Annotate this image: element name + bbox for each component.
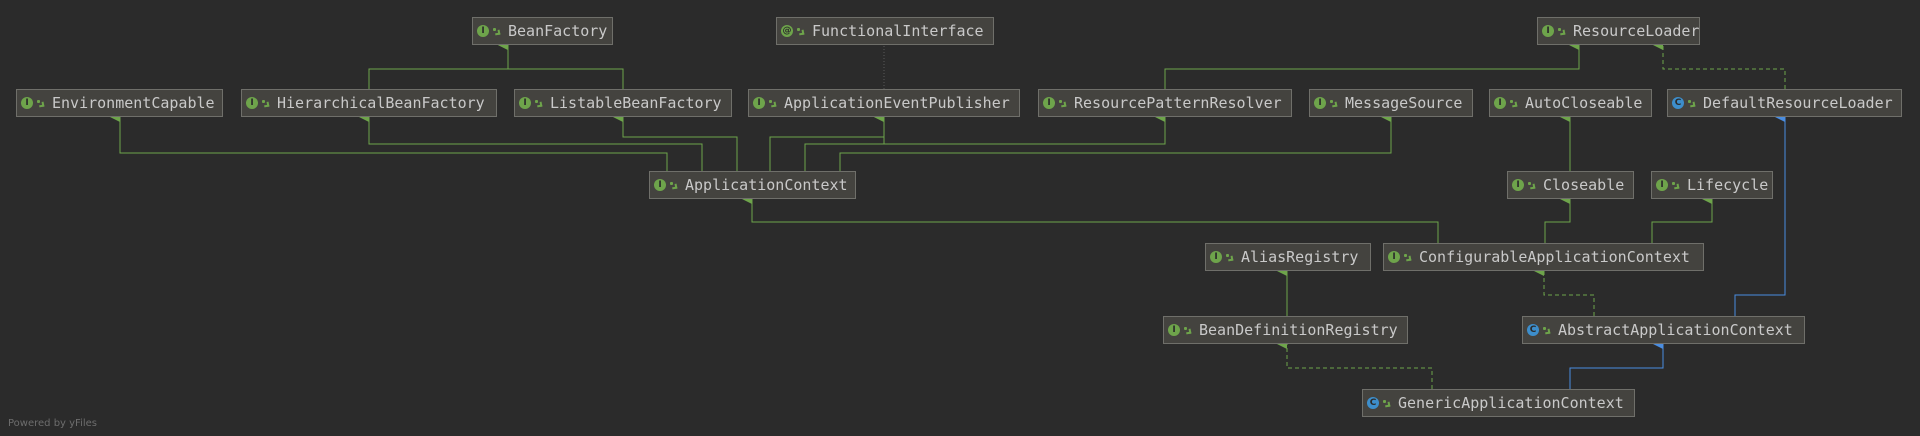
- interface-icon: I: [246, 97, 258, 109]
- public-visibility-icon: [1382, 398, 1392, 408]
- edge-ApplicationContext-to-EnvironmentCapable: [110, 112, 668, 171]
- public-visibility-icon: [261, 98, 271, 108]
- edge-ConfigurableApplicationContext-to-Lifecycle: [1651, 194, 1713, 243]
- public-visibility-icon: [534, 98, 544, 108]
- edge-GenericApplicationContext-to-BeanDefinitionRegistry: [1277, 339, 1433, 389]
- node-label: ListableBeanFactory: [550, 94, 722, 112]
- node-label: MessageSource: [1345, 94, 1463, 112]
- node-label: HierarchicalBeanFactory: [277, 94, 485, 112]
- public-visibility-icon: [1225, 252, 1235, 262]
- node-label: AliasRegistry: [1241, 248, 1359, 266]
- node-default-resource-loader[interactable]: C DefaultResourceLoader: [1667, 89, 1902, 117]
- interface-icon: I: [753, 97, 765, 109]
- public-visibility-icon: [768, 98, 778, 108]
- node-alias-registry[interactable]: I AliasRegistry: [1205, 243, 1371, 271]
- public-visibility-icon: [669, 180, 679, 190]
- class-icon: C: [1672, 97, 1684, 109]
- node-label: AbstractApplicationContext: [1558, 321, 1793, 339]
- public-visibility-icon: [796, 26, 806, 36]
- public-visibility-icon: [1183, 325, 1193, 335]
- class-icon: C: [1367, 397, 1379, 409]
- interface-icon: I: [519, 97, 531, 109]
- edge-HierarchicalBeanFactory-to-BeanFactory: [368, 40, 509, 89]
- edge-ConfigurableApplicationContext-to-ApplicationContext: [742, 194, 1439, 243]
- node-message-source[interactable]: I MessageSource: [1309, 89, 1473, 117]
- node-resource-pattern-resolver[interactable]: I ResourcePatternResolver: [1038, 89, 1292, 117]
- public-visibility-icon: [1542, 325, 1552, 335]
- node-label: Closeable: [1543, 176, 1625, 194]
- public-visibility-icon: [1687, 98, 1697, 108]
- public-visibility-icon: [492, 26, 502, 36]
- node-label: FunctionalInterface: [812, 22, 984, 40]
- node-listable-bean-factory[interactable]: I ListableBeanFactory: [514, 89, 732, 117]
- node-label: BeanDefinitionRegistry: [1199, 321, 1398, 339]
- edge-ApplicationContext-to-HierarchicalBeanFactory: [359, 112, 703, 171]
- public-visibility-icon: [36, 98, 46, 108]
- interface-icon: I: [1494, 97, 1506, 109]
- interface-icon: I: [1388, 251, 1400, 263]
- interface-icon: I: [1656, 179, 1668, 191]
- node-bean-definition-registry[interactable]: I BeanDefinitionRegistry: [1163, 316, 1408, 344]
- interface-icon: I: [1168, 324, 1180, 336]
- public-visibility-icon: [1557, 26, 1567, 36]
- node-label: ApplicationEventPublisher: [784, 94, 1010, 112]
- public-visibility-icon: [1509, 98, 1519, 108]
- node-auto-closeable[interactable]: I AutoCloseable: [1489, 89, 1652, 117]
- node-resource-loader[interactable]: I ResourceLoader: [1537, 17, 1700, 45]
- node-closeable[interactable]: I Closeable: [1507, 171, 1634, 199]
- node-environment-capable[interactable]: I EnvironmentCapable: [16, 89, 223, 117]
- node-label: ApplicationContext: [685, 176, 848, 194]
- edge-AbstractApplicationContext-to-DefaultResourceLoader: [1734, 112, 1786, 316]
- node-abstract-application-context[interactable]: C AbstractApplicationContext: [1522, 316, 1805, 344]
- node-configurable-application-context[interactable]: I ConfigurableApplicationContext: [1383, 243, 1704, 271]
- node-functional-interface[interactable]: @ FunctionalInterface: [776, 17, 994, 45]
- edge-ResourcePatternResolver-to-ResourceLoader: [1164, 40, 1580, 89]
- edge-GenericApplicationContext-to-AbstractApplicationContext: [1569, 339, 1664, 389]
- interface-icon: I: [21, 97, 33, 109]
- public-visibility-icon: [1527, 180, 1537, 190]
- interface-icon: I: [1210, 251, 1222, 263]
- node-label: Lifecycle: [1687, 176, 1769, 194]
- interface-icon: I: [1542, 25, 1554, 37]
- edge-DefaultResourceLoader-to-ResourceLoader: [1653, 40, 1786, 89]
- node-application-event-publisher[interactable]: I ApplicationEventPublisher: [748, 89, 1020, 117]
- node-label: BeanFactory: [508, 22, 608, 40]
- interface-icon: I: [1512, 179, 1524, 191]
- abstract-class-icon: C: [1527, 324, 1539, 336]
- public-visibility-icon: [1058, 98, 1068, 108]
- public-visibility-icon: [1329, 98, 1339, 108]
- edge-ApplicationContext-to-MessageSource: [839, 112, 1392, 171]
- node-label: ConfigurableApplicationContext: [1419, 248, 1690, 266]
- annotation-icon: @: [781, 25, 793, 37]
- public-visibility-icon: [1671, 180, 1681, 190]
- node-label: ResourceLoader: [1573, 22, 1700, 40]
- watermark: Powered by yFiles: [8, 418, 97, 429]
- public-visibility-icon: [1403, 252, 1413, 262]
- edge-ApplicationContext-to-ResourcePatternResolver: [804, 112, 1166, 171]
- node-lifecycle[interactable]: I Lifecycle: [1651, 171, 1773, 199]
- interface-icon: I: [654, 179, 666, 191]
- node-label: DefaultResourceLoader: [1703, 94, 1893, 112]
- edge-ConfigurableApplicationContext-to-Closeable: [1544, 194, 1571, 243]
- node-generic-application-context[interactable]: C GenericApplicationContext: [1362, 389, 1635, 417]
- node-label: AutoCloseable: [1525, 94, 1643, 112]
- node-label: GenericApplicationContext: [1398, 394, 1624, 412]
- node-application-context[interactable]: I ApplicationContext: [649, 171, 856, 199]
- node-label: EnvironmentCapable: [52, 94, 215, 112]
- edge-ListableBeanFactory-to-BeanFactory: [498, 40, 624, 89]
- edge-ApplicationContext-to-ListableBeanFactory: [613, 112, 738, 171]
- node-hierarchical-bean-factory[interactable]: I HierarchicalBeanFactory: [241, 89, 497, 117]
- interface-icon: I: [477, 25, 489, 37]
- edge-AbstractApplicationContext-to-ConfigurableApplicationContext: [1534, 266, 1595, 316]
- node-bean-factory[interactable]: I BeanFactory: [472, 17, 613, 45]
- interface-icon: I: [1043, 97, 1055, 109]
- interface-icon: I: [1314, 97, 1326, 109]
- node-label: ResourcePatternResolver: [1074, 94, 1282, 112]
